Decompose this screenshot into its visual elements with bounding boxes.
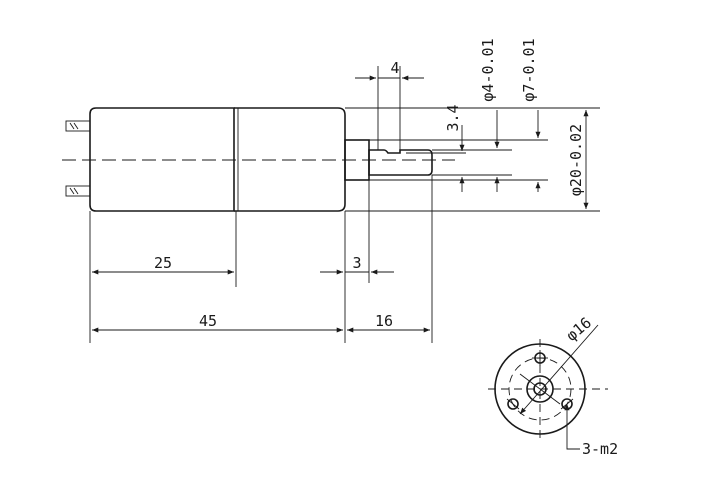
dim-label-25: 25	[154, 254, 172, 272]
gearbox-body	[234, 107, 346, 212]
mount-hole-left	[507, 398, 519, 410]
dimension-gear-length: 25	[92, 254, 234, 275]
dim-label-4: 4	[390, 59, 399, 77]
terminal-bottom	[65, 185, 91, 197]
dimension-flat-length: 4	[355, 59, 424, 81]
dimension-shaft-length: 16	[347, 312, 430, 333]
dim-label-phi7: φ7-0.01	[520, 38, 538, 101]
output-shaft	[368, 149, 433, 176]
dimension-flat-depth: 3.4	[444, 104, 465, 192]
motor-side-view	[62, 107, 455, 212]
dim-label-phi20: φ20-0.02	[567, 124, 585, 196]
dimension-shaft-diameter: φ4-0.01	[479, 38, 500, 192]
dim-label-3: 3	[352, 254, 361, 272]
extension-lines	[89, 66, 600, 343]
dimension-body-diameter: φ20-0.02	[567, 110, 589, 209]
dim-label-16: 16	[375, 312, 393, 330]
motor-body	[89, 107, 235, 212]
dim-label-phi16: φ16	[563, 314, 595, 345]
dimension-boss-length: 3	[320, 254, 394, 275]
motor-front-view	[488, 339, 608, 440]
dim-label-3-m2: 3-m2	[582, 440, 618, 458]
terminal-top	[65, 120, 91, 132]
dim-label-45: 45	[199, 312, 217, 330]
dimension-boss-diameter: φ7-0.01	[520, 38, 541, 192]
dimension-mount-holes: 3-m2	[564, 404, 618, 458]
dimension-total-length: 45	[92, 312, 343, 333]
dim-label-phi4: φ4-0.01	[479, 38, 497, 101]
dim-label-3-4: 3.4	[444, 104, 462, 131]
